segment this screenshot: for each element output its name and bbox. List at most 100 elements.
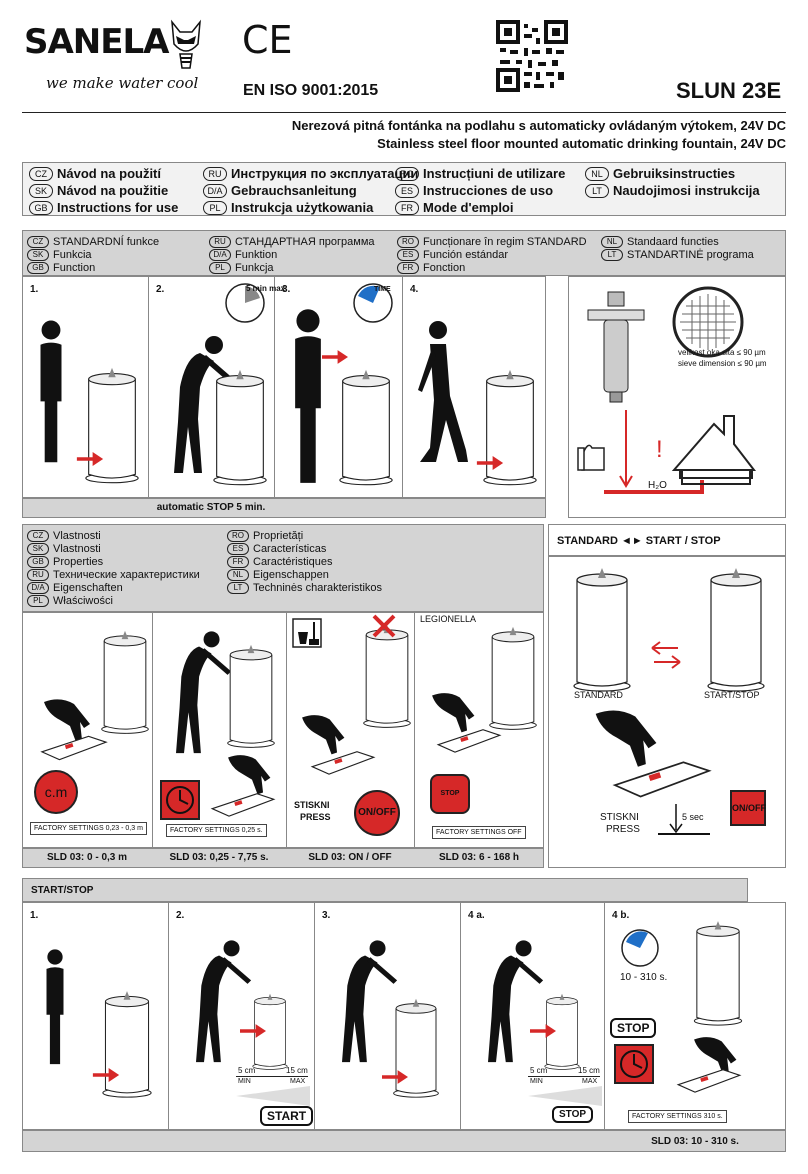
person-bending-icon xyxy=(295,309,321,483)
control-box-icon xyxy=(311,751,375,775)
header-divider xyxy=(22,112,786,113)
red-arrow-icon xyxy=(240,1024,266,1038)
max-label: MAX xyxy=(290,1078,306,1085)
clock-setting-icon xyxy=(614,1044,654,1084)
model-number: SLUN 23E xyxy=(676,78,782,103)
five-sec-label: 5 sec xyxy=(682,812,704,822)
control-box-icon xyxy=(613,761,711,798)
time-range-label: 10 - 310 s. xyxy=(620,972,668,983)
step-number: 3. xyxy=(322,910,331,921)
mode-switch-title: STANDARD ◄► START / STOP xyxy=(557,535,721,547)
cleaning-bucket-icon xyxy=(292,618,322,648)
fountain-icon xyxy=(573,567,631,692)
startstop-title: START/STOP xyxy=(31,885,94,896)
on-off-button[interactable]: ON/OFF xyxy=(730,790,766,826)
distance-max-label: 15 cm xyxy=(578,1066,600,1075)
step-number: 4 b. xyxy=(612,910,630,921)
press-duration-diagram xyxy=(658,804,710,835)
min-label: MIN xyxy=(238,1078,251,1085)
auto-stop-label: automatic STOP 5 min. xyxy=(156,502,266,513)
sieve-mesh-icon xyxy=(672,286,744,358)
settings-panel xyxy=(22,612,544,848)
sld-range-label: SLD 03: 0 - 0,3 m xyxy=(46,852,128,863)
fountain-icon xyxy=(85,367,139,484)
red-arrow-icon xyxy=(322,350,348,364)
stop-button[interactable]: STOP xyxy=(610,1018,657,1038)
legionella-stop-button[interactable]: STOP xyxy=(430,774,470,814)
control-box-icon xyxy=(437,729,501,753)
startstop-header: START/STOP xyxy=(22,878,748,902)
fountain-icon xyxy=(227,644,275,748)
on-off-button[interactable]: ON/OFF xyxy=(354,790,400,836)
standard-steps-bar xyxy=(22,498,546,518)
sensor-beam-icon xyxy=(236,1086,310,1106)
control-box-icon xyxy=(41,735,107,761)
factory-settings-box: FACTORY SETTINGS OFF xyxy=(432,826,526,839)
ce-mark: CE xyxy=(242,18,293,62)
sieve-label-en: sieve dimension ≤ 90 µm xyxy=(678,359,767,368)
startstop-panel xyxy=(22,902,786,1130)
mode-switch-panel xyxy=(548,556,786,868)
step-number: 1. xyxy=(30,910,39,921)
sieve-label-cz: velikost oka sita ≤ 90 µm xyxy=(678,348,766,357)
iso-label: EN ISO 9001:2015 xyxy=(243,82,379,99)
timer-icon xyxy=(353,283,393,323)
sld-range-label: SLD 03: 6 - 168 h xyxy=(438,852,520,863)
person-walking-icon xyxy=(418,321,468,462)
step-number: 2. xyxy=(156,284,165,295)
house-supply-diagram xyxy=(577,410,757,494)
startstop-mode-label: START/STOP xyxy=(704,690,760,700)
mode-switch-header: STANDARD ◄► START / STOP xyxy=(548,524,786,556)
step-number: 3. xyxy=(282,284,291,295)
subtitle-en: Stainless steel floor mounted automatic … xyxy=(377,136,786,151)
red-arrow-icon xyxy=(76,452,104,466)
factory-settings-box: FACTORY SETTINGS 0,23 - 0,3 m xyxy=(30,822,147,835)
fountain-icon xyxy=(707,567,765,692)
timer-icon xyxy=(621,929,659,967)
control-box-icon xyxy=(677,1069,741,1093)
factory-settings-box: FACTORY SETTINGS 0,25 s. xyxy=(166,824,267,837)
warning-mark: ! xyxy=(656,436,663,463)
sld-range-label: SLD 03: ON / OFF xyxy=(308,852,392,863)
start-button[interactable]: START xyxy=(260,1106,314,1126)
subtitle-cz: Nerezová pitná fontánka na podlahu s aut… xyxy=(291,118,786,133)
clock-setting-icon xyxy=(160,780,200,820)
five-min-label: 5 min max. xyxy=(246,284,288,293)
press-label-cz: STISKNI xyxy=(294,800,330,810)
water-filter-icon xyxy=(587,291,645,403)
sensor-beam-icon xyxy=(528,1086,602,1106)
filter-panel xyxy=(568,276,786,518)
red-arrow-icon xyxy=(476,456,504,470)
stop-button[interactable]: STOP xyxy=(552,1106,594,1123)
